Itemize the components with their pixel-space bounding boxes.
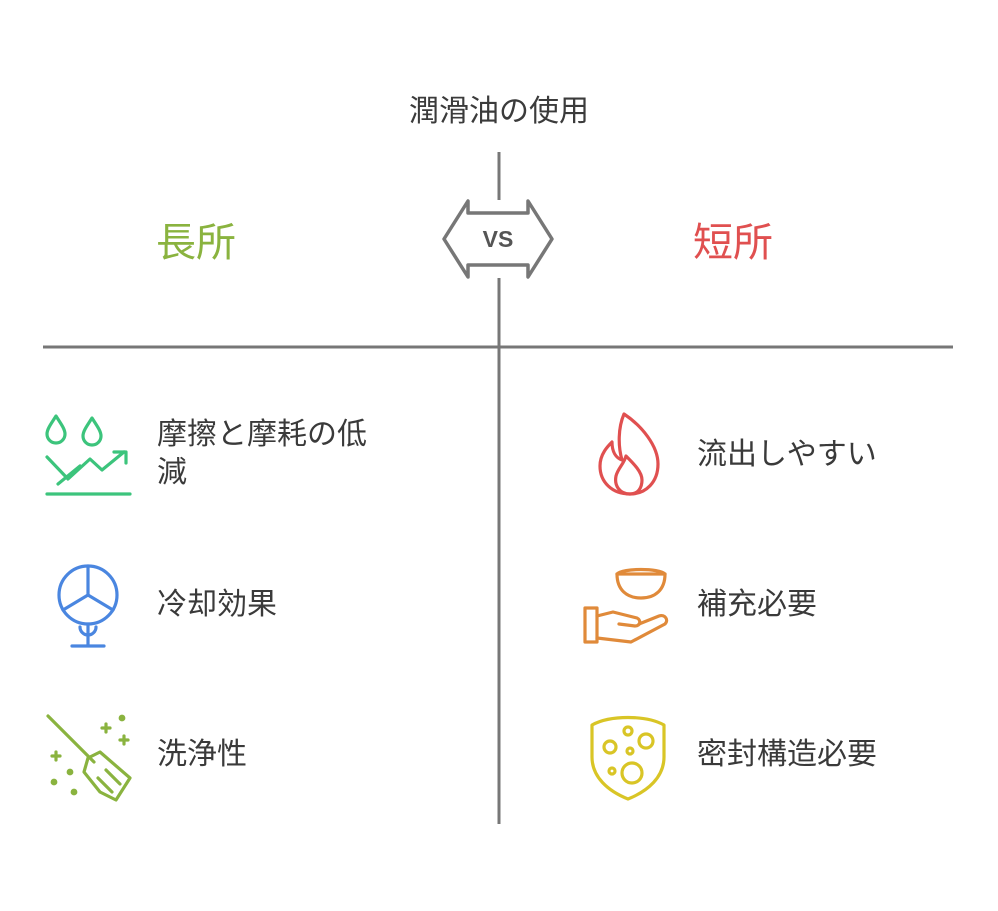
drops-trend-up-icon bbox=[45, 414, 132, 496]
broom-sparkle-icon bbox=[46, 714, 132, 802]
hand-bowl-icon bbox=[583, 567, 669, 644]
diagram-title: 潤滑油の使用 bbox=[409, 94, 589, 129]
vs-label: VS bbox=[483, 226, 514, 252]
vs-double-arrow-icon bbox=[442, 199, 554, 279]
fan-icon bbox=[57, 564, 119, 648]
vs-badge: VS bbox=[442, 199, 554, 279]
flame-icon bbox=[598, 412, 660, 496]
cons-heading: 短所 bbox=[693, 220, 773, 266]
cons-item-3-label: 密封構造必要 bbox=[697, 737, 877, 772]
pros-item-2-label: 冷却効果 bbox=[157, 587, 277, 622]
cheese-shield-icon bbox=[590, 715, 666, 801]
pros-item-3-label: 洗浄性 bbox=[157, 737, 247, 772]
pros-item-1-label-line1: 摩擦と摩耗の低 bbox=[157, 417, 367, 452]
pros-item-1-label: 摩擦と摩耗の低 減 bbox=[157, 416, 367, 492]
cons-item-2-label: 補充必要 bbox=[697, 587, 817, 622]
pros-heading: 長所 bbox=[156, 220, 236, 266]
pros-item-1-label-line2: 減 bbox=[157, 455, 187, 490]
cons-item-1-label: 流出しやすい bbox=[697, 437, 877, 472]
